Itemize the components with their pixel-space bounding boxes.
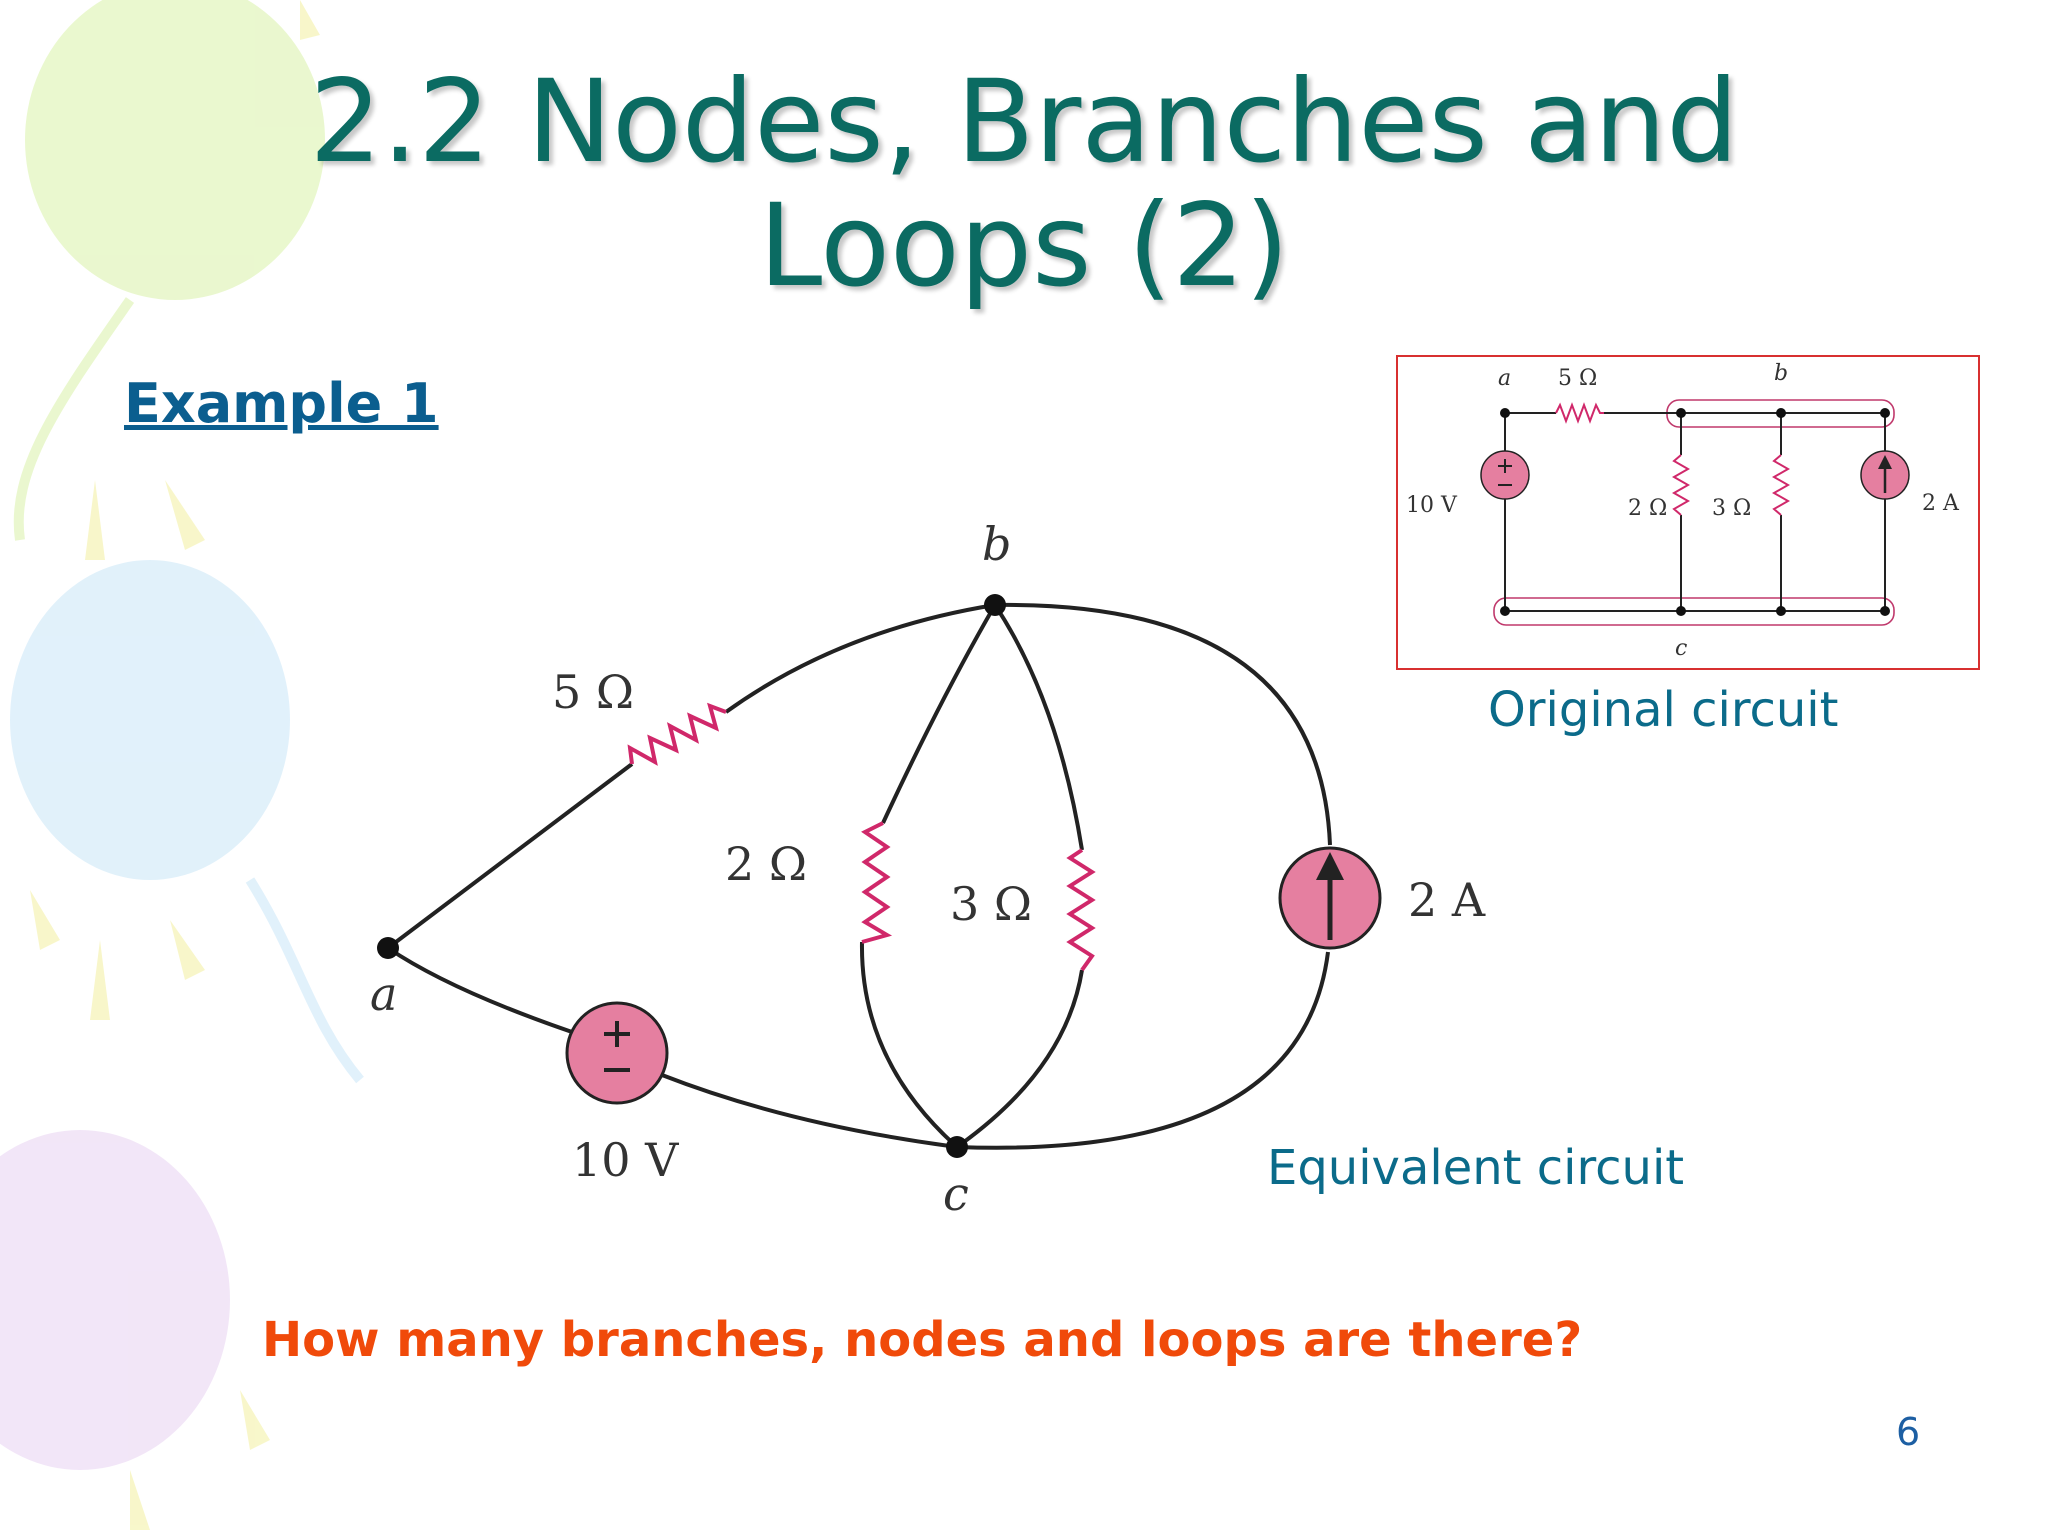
orig-r3-label: 3 Ω [1712, 496, 1751, 521]
sparkle-icon [300, 0, 320, 40]
voltage-source-label: 10 V [572, 1133, 679, 1187]
resistor-5ohm [627, 702, 727, 766]
orig-resistor-5ohm [1555, 402, 1604, 424]
wire-b-to-2ohm [881, 603, 997, 824]
orig-node-c-label: c [1675, 636, 1687, 661]
orig-node-dot [1880, 606, 1890, 616]
orig-resistor-3ohm [1771, 454, 1791, 516]
node-a-label: a [370, 967, 397, 1021]
original-circuit-diagram: a b c 5 Ω 2 Ω 3 Ω 10 V 2 A [1396, 355, 1980, 670]
orig-node-dot [1500, 606, 1510, 616]
wire-10V-to-c [661, 1073, 958, 1149]
equivalent-circuit-diagram: a b c 5 Ω 2 Ω 3 Ω 2 A 10 V [370, 517, 1486, 1221]
green-balloon-icon [25, 0, 325, 300]
orig-voltage-source-label: 10 V [1406, 493, 1458, 518]
resistor-3ohm [1066, 848, 1096, 972]
orig-r1-label: 5 Ω [1558, 366, 1597, 391]
sparkle-icon [85, 480, 105, 560]
r1-label: 5 Ω [552, 665, 634, 719]
orig-current-source-2A [1860, 450, 1910, 500]
orig-current-source-label: 2 A [1922, 491, 1960, 516]
current-source-label: 2 A [1408, 873, 1486, 927]
orig-node-dot [1676, 606, 1686, 616]
node-c-dot [946, 1136, 968, 1158]
slide-title: 2.2 Nodes, Branches and Loops (2) [0, 60, 2048, 308]
orig-node-b-label: b [1774, 361, 1788, 386]
title-line-1: 2.2 Nodes, Branches and [309, 55, 1739, 188]
r3-label: 3 Ω [950, 877, 1032, 931]
balloon-string [13, 297, 135, 541]
sparkle-icon [240, 1390, 270, 1450]
orig-node-dot [1676, 408, 1686, 418]
orig-node-dot [1500, 408, 1510, 418]
wire-a-to-10V [386, 946, 573, 1034]
node-b-dot [984, 594, 1006, 616]
wire-2ohm-to-c [859, 941, 959, 1149]
orig-voltage-source-10V [1480, 450, 1530, 500]
wire-3ohm-to-c [955, 969, 1084, 1149]
sparkle-icon [90, 940, 110, 1020]
voltage-source-10V [565, 1001, 669, 1105]
example-link[interactable]: Example 1 [124, 372, 439, 435]
purple-balloon-icon [0, 1130, 230, 1470]
orig-resistor-2ohm [1671, 454, 1691, 516]
current-source-2A [1278, 846, 1382, 950]
wire-a-to-5ohm [386, 762, 634, 950]
orig-node-dot [1880, 408, 1890, 418]
wire-b-to-2A [994, 602, 1332, 846]
orig-node-dots [1500, 408, 1890, 616]
orig-node-dot [1776, 408, 1786, 418]
sparkle-icon [165, 480, 205, 550]
orig-r2-label: 2 Ω [1628, 496, 1667, 521]
node-b-label: b [982, 517, 1011, 571]
node-c-label: c [943, 1167, 969, 1221]
original-circuit-caption: Original circuit [1488, 682, 1839, 738]
orig-node-a-label: a [1498, 366, 1511, 391]
resistor-2ohm [861, 821, 893, 944]
sparkle-icon [130, 1470, 150, 1530]
equivalent-circuit-caption: Equivalent circuit [1267, 1140, 1685, 1196]
wire-2A-to-c [956, 951, 1330, 1150]
r2-label: 2 Ω [725, 837, 807, 891]
title-line-2: Loops (2) [758, 179, 1290, 312]
page-number: 6 [1896, 1410, 1921, 1454]
sparkle-icon [170, 920, 205, 980]
balloon-string [245, 877, 364, 1084]
node-c-highlight [1493, 597, 1895, 626]
sparkle-icon [30, 890, 60, 950]
node-a-dot [377, 937, 399, 959]
original-circuit-frame [1396, 355, 1980, 670]
wire-b-to-3ohm [993, 603, 1084, 851]
orig-node-dot [1776, 606, 1786, 616]
question-text: How many branches, nodes and loops are t… [262, 1312, 1583, 1368]
blue-balloon-icon [10, 560, 290, 880]
wire-5ohm-to-b [724, 603, 996, 714]
